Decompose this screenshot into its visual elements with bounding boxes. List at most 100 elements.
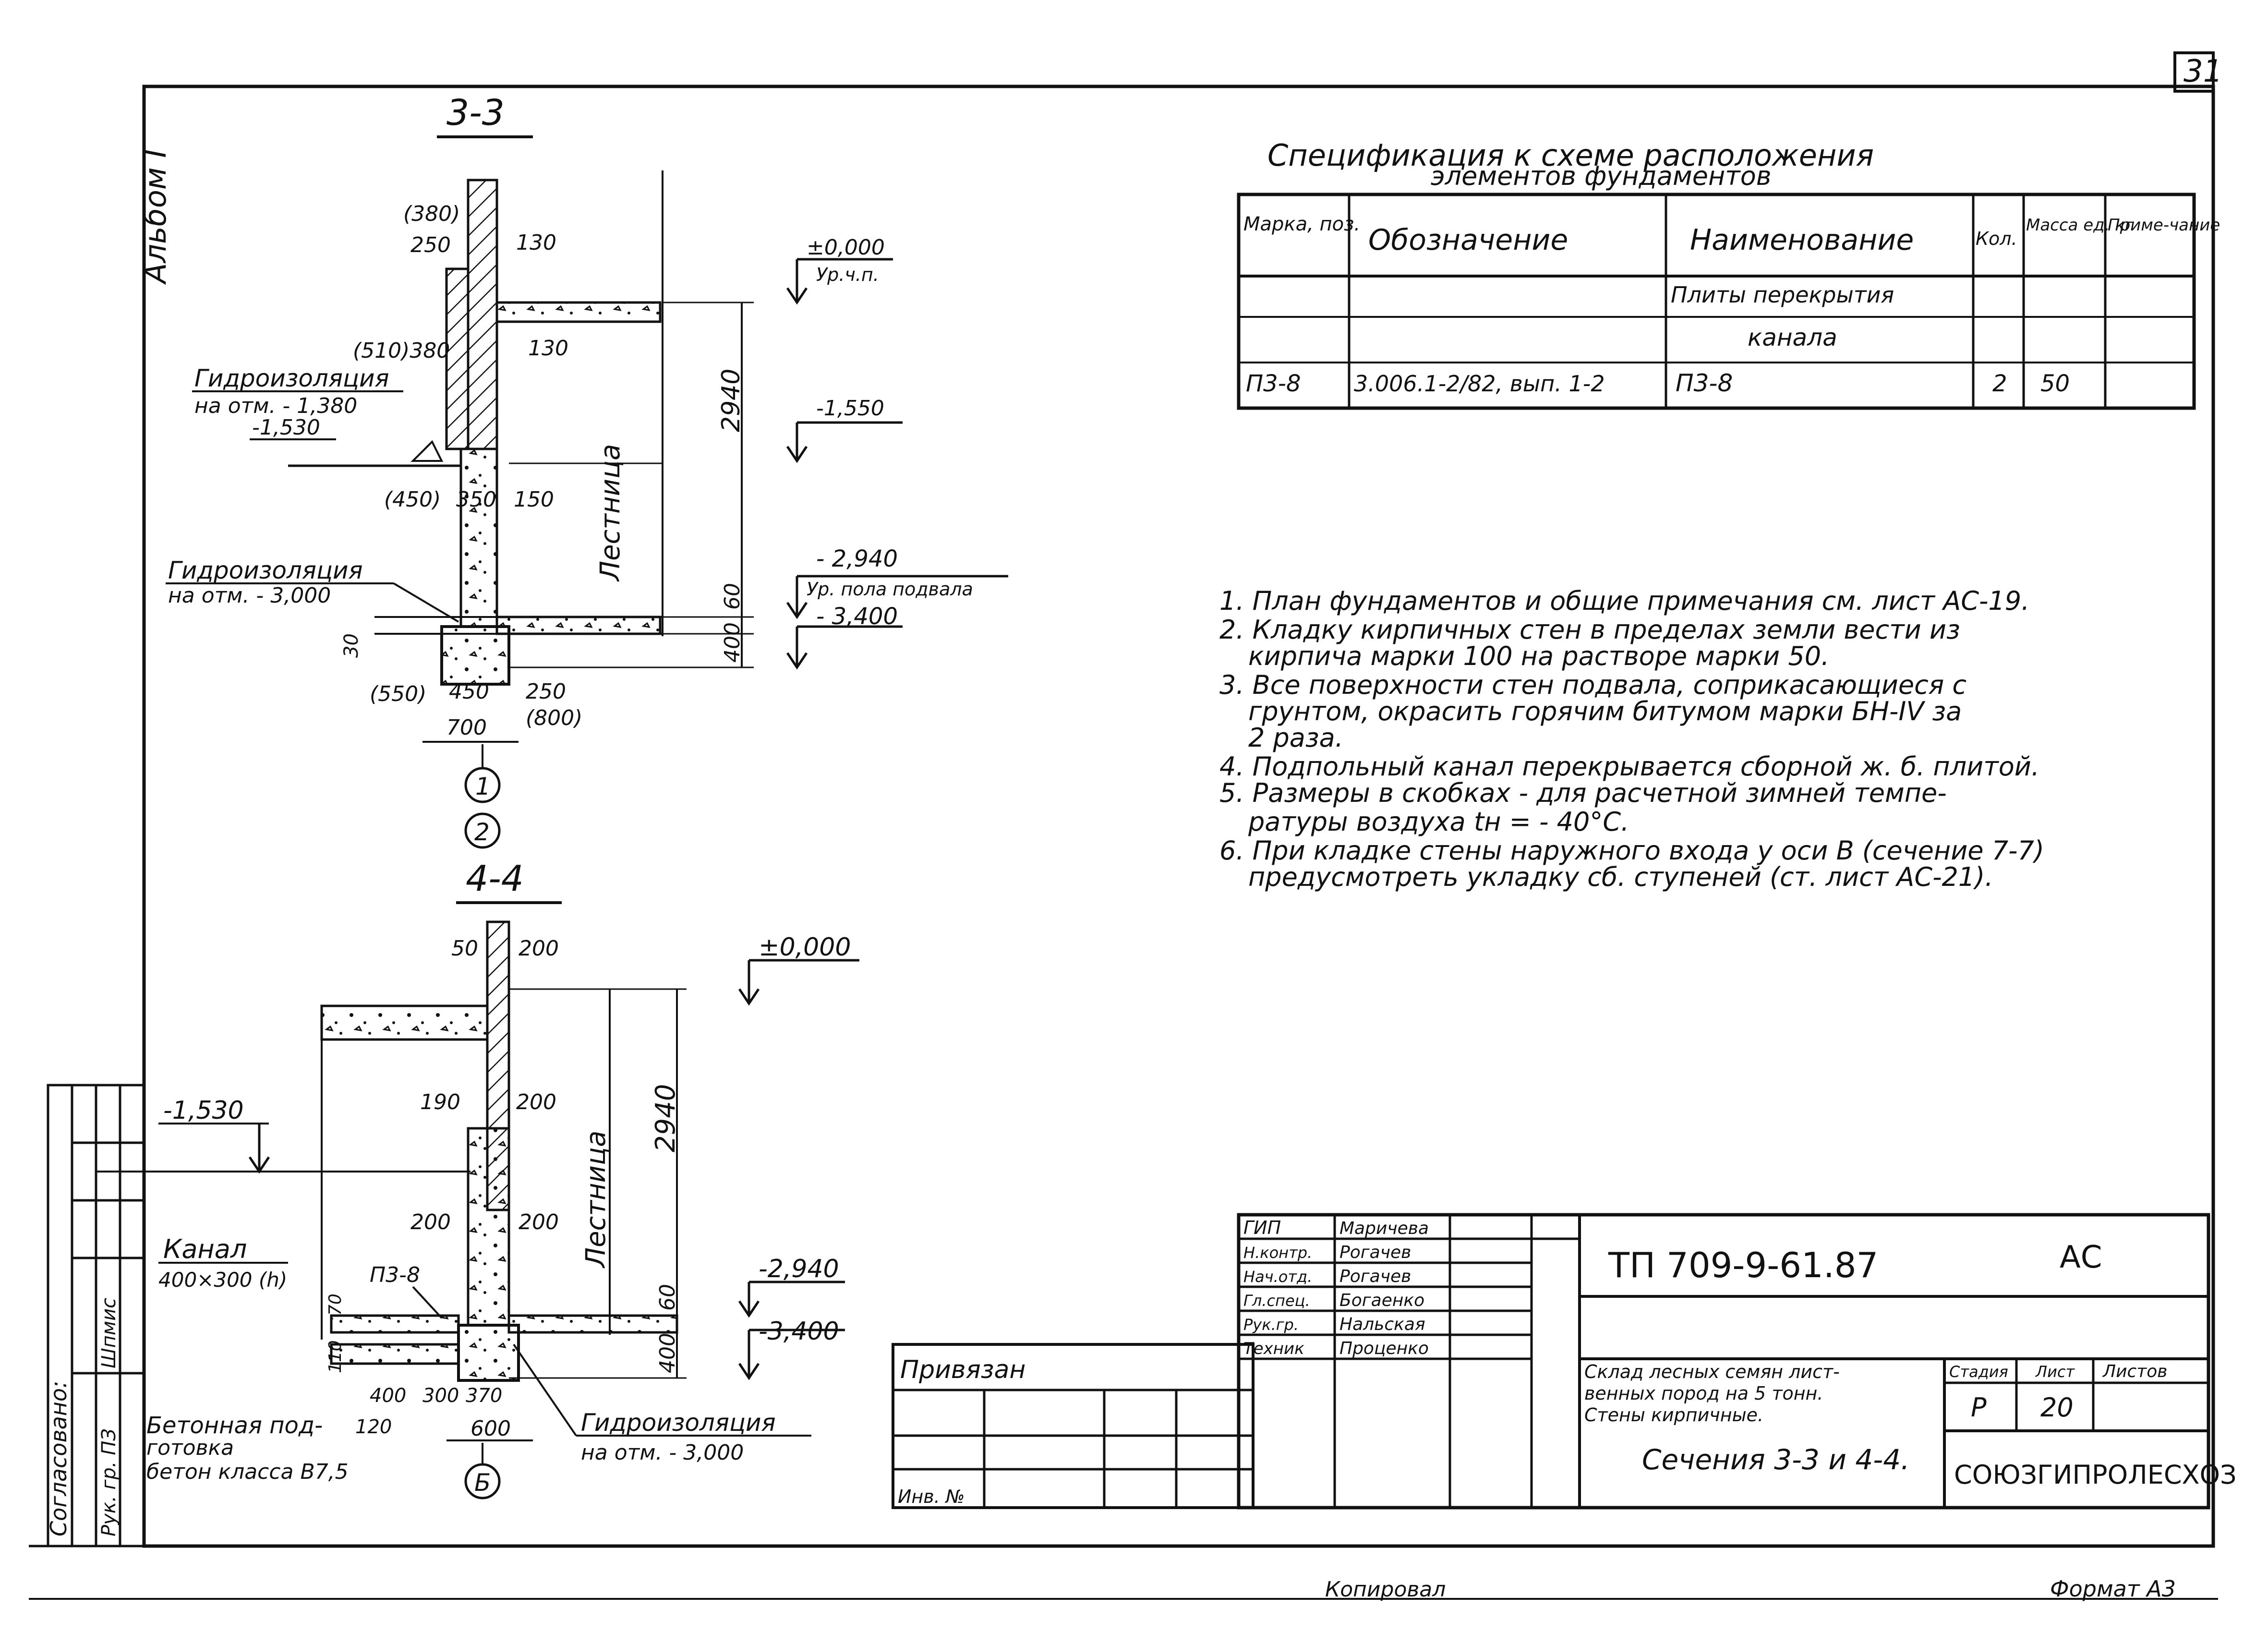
section-3-3: 3-3 ±0,000 Ур.ч.п. -1,550 [166, 92, 1008, 849]
elev-3400-33: - 3,400 [816, 603, 898, 630]
elev-2940-33: - 2,940 [816, 545, 898, 572]
tb-role-1: Н.контр. [1243, 1244, 1312, 1262]
footer-copied: Копировал [1325, 1577, 1446, 1602]
tb-role-4: Рук.гр. [1243, 1316, 1299, 1334]
note-6b: предусмотреть укладку сб. ступеней (ст. … [1248, 862, 1993, 892]
elev-1550: -1,550 [816, 396, 884, 421]
section-4-4: 4-4 ±0,000 -1,530 -2,940 -3,400 2940 60 … [96, 858, 859, 1499]
dim-30: 30 [340, 633, 362, 658]
hydro3-title: Гидроизоляция [581, 1409, 776, 1437]
title-block: ГИП Н.контр. Нач.отд. Гл.спец. Рук.гр. Т… [892, 1213, 2237, 1510]
dim-600: 600 [470, 1416, 511, 1441]
dim-380p: (380) [403, 202, 460, 226]
dim-250: 250 [410, 233, 451, 257]
channel-size: 400×300 (h) [158, 1268, 287, 1292]
spec-h-qty: Кол. [1976, 228, 2017, 249]
tb-project-3: Стены кирпичные. [1584, 1404, 1763, 1426]
sheet-number: 31 [2184, 54, 2222, 89]
bed-1: Бетонная под- [146, 1412, 323, 1439]
elev-0-note-33: Ур.ч.п. [816, 264, 879, 285]
note-3a: 3. Все поверхности стен подвала, соприка… [1219, 670, 1966, 700]
note-4: 4. Подпольный канал перекрывается сборно… [1219, 751, 2039, 782]
spec-h-name: Наименование [1690, 223, 1914, 257]
section-4-4-title: 4-4 [466, 858, 524, 899]
spec-r1-name: Плиты перекрытия [1671, 282, 1894, 308]
tb-project-2: венных пород на 5 тонн. [1584, 1383, 1823, 1404]
elev-1530-33: -1,530 [252, 415, 320, 440]
spec-r3-mass: 50 [2040, 370, 2070, 397]
spec-h-note: Приме-чание [2108, 216, 2220, 235]
hydro1-note: на отм. - 1,380 [194, 394, 357, 418]
dim-350: 350 [456, 487, 496, 512]
spec-r2-name: канала [1748, 324, 1837, 351]
elev-2940-note: Ур. пола подвала [807, 579, 973, 600]
dim-60-44: 60 [655, 1284, 680, 1311]
tb-stage: Р [1971, 1392, 1987, 1423]
dim-2940-33: 2940 [717, 369, 746, 432]
tb-bound: Привязан [900, 1355, 1025, 1384]
stair-label-44: Лестница [580, 1131, 612, 1269]
section-3-3-title: 3-3 [446, 92, 505, 133]
tb-stage-header: Стадия [1949, 1363, 2008, 1381]
note-3c: 2 раза. [1248, 723, 1343, 753]
dim-200c: 200 [410, 1210, 451, 1234]
note-2a: 2. Кладку кирпичных стен в пределах земл… [1219, 615, 1960, 645]
dim-550p: (550) [370, 682, 426, 706]
dim-120: 120 [355, 1416, 392, 1438]
dim-130a: 130 [516, 230, 556, 255]
dim-200a: 200 [519, 936, 559, 961]
slab-label-44: П3-8 [370, 1263, 420, 1287]
footer-format: Формат А3 [2050, 1576, 2176, 1602]
elev-1530-44: -1,530 [163, 1096, 244, 1125]
channel-title: Канал [163, 1234, 247, 1264]
spec-title-1: Спецификация к схеме расположения [1267, 138, 1874, 173]
stair-label-33: Лестница [595, 444, 626, 582]
dim-50: 50 [451, 936, 478, 961]
agreed-label: Согласовано: [46, 1381, 72, 1536]
elev-0-33: ±0,000 [807, 235, 885, 260]
tb-role-0: ГИП [1243, 1217, 1281, 1238]
tb-role-3: Гл.спец. [1243, 1292, 1310, 1310]
spec-h-mark: Марка, поз. [1243, 213, 1360, 235]
spec-h-mass: Масса ед. кг [2026, 216, 2134, 235]
album-label: Альбом I [138, 149, 173, 285]
dim-110: 110 [326, 1340, 345, 1373]
left-stamp [47, 1084, 145, 1547]
note-5b: ратуры воздуха tн = - 40°С. [1248, 807, 1629, 837]
tb-name-0: Маричева [1339, 1219, 1429, 1238]
dim-200b: 200 [516, 1090, 556, 1114]
dim-700: 700 [446, 715, 487, 740]
spec-h-designation: Обозначение [1368, 223, 1568, 257]
dim-60-33: 60 [720, 583, 745, 610]
axis-1: 1 [475, 773, 491, 800]
tb-role-5: Техник [1243, 1339, 1304, 1358]
dim-200d: 200 [519, 1210, 559, 1234]
agreed-role: Рук. гр. ПЗ [98, 1428, 120, 1536]
spec-table: Спецификация к схеме расположения элемен… [1237, 138, 2220, 410]
dim-300: 300 [422, 1385, 459, 1407]
tb-sheet-title: Сечения 3-3 и 4-4. [1642, 1443, 1910, 1476]
tb-sheet: 20 [2040, 1392, 2074, 1423]
dim-150: 150 [514, 487, 554, 512]
dim-400b: 400 [370, 1385, 406, 1407]
bed-3: бетон класса В7,5 [146, 1460, 349, 1484]
spec-r3-name: П3-8 [1676, 369, 1733, 397]
tb-name-5: Проценко [1339, 1339, 1429, 1358]
tb-name-3: Богаенко [1339, 1291, 1424, 1310]
dim-70: 70 [326, 1293, 345, 1316]
dim-370: 370 [466, 1385, 502, 1407]
dim-450: 450 [449, 679, 489, 704]
tb-name-4: Нальская [1339, 1315, 1425, 1334]
dim-250b: 250 [526, 679, 566, 704]
tb-inv: Инв. № [898, 1486, 965, 1507]
spec-r3-mark: П3-8 [1246, 370, 1301, 397]
tb-doc-mark: АС [2060, 1240, 2102, 1275]
dim-130b: 130 [528, 336, 568, 361]
tb-sheet-header: Лист [2035, 1363, 2075, 1381]
tb-name-2: Рогачев [1339, 1267, 1411, 1286]
hydro3-note: на отм. - 3,000 [581, 1440, 744, 1465]
hydro2-note: на отм. - 3,000 [168, 583, 331, 608]
elev-2940-44: -2,940 [759, 1255, 839, 1283]
spec-r3-qty: 2 [1992, 370, 2007, 397]
